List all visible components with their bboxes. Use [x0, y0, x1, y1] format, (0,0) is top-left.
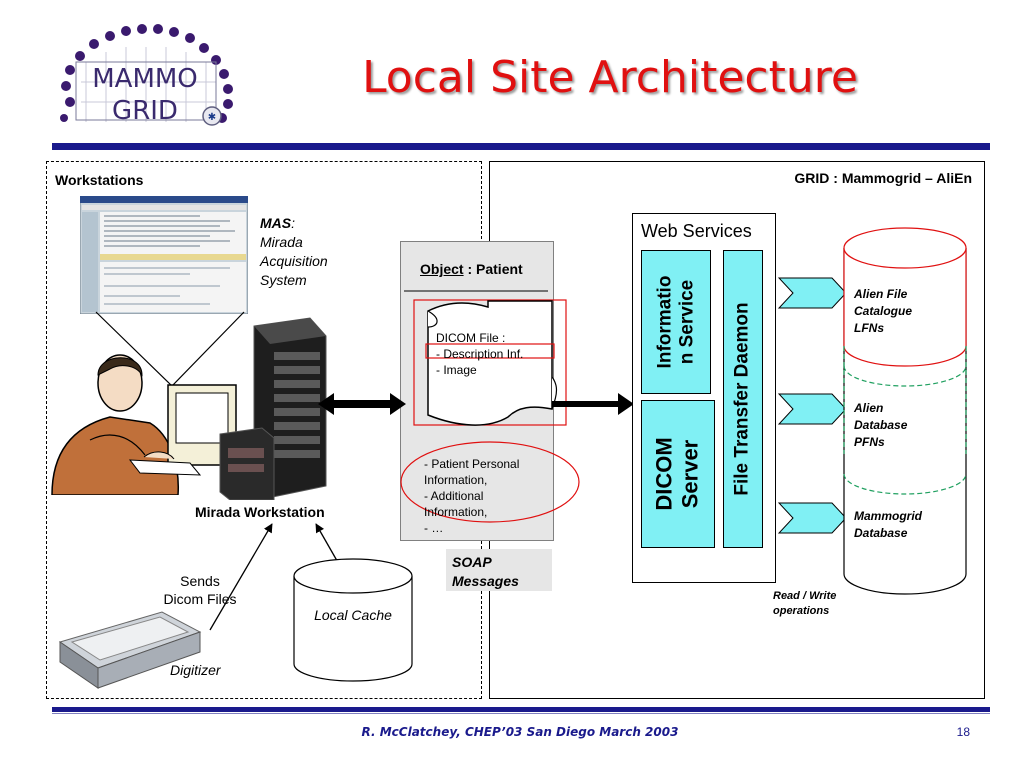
db3-line-1: Mammogrid: [854, 509, 923, 523]
object-heading-underlined: Object: [420, 261, 464, 277]
db2-line-2: Database: [854, 418, 908, 432]
dicom-server-line-2: Server: [678, 439, 704, 509]
local-cache-cylinder: [293, 558, 413, 682]
object-webservices-arrow: [552, 393, 634, 415]
file-transfer-daemon-label: File Transfer Daemon: [732, 302, 754, 496]
db2-line-1: Alien: [854, 401, 884, 415]
top-rule: [52, 143, 990, 150]
mas-desc-1: Mirada: [260, 234, 303, 250]
sends-dicom-label: Sends Dicom Files: [150, 572, 250, 608]
mirada-workstation-label: Mirada Workstation: [195, 504, 325, 520]
slide-title: Local Site Architecture: [362, 52, 858, 103]
read-write-label: Read / Write operations: [773, 589, 836, 619]
local-cache-label: Local Cache: [314, 607, 392, 623]
rw-line-1: Read / Write: [773, 590, 837, 602]
description-inf-line: - Description Inf.: [436, 347, 524, 361]
soap-line-1: SOAP: [452, 554, 492, 570]
mas-label: MAS: Mirada Acquisition System: [260, 214, 328, 290]
footer-text: R. McClatchey, CHEP’03 San Diego March 2…: [361, 725, 679, 739]
patient-info-ellipse: [400, 441, 580, 523]
svg-text:✱: ✱: [208, 112, 216, 123]
dicom-server-box[interactable]: DICOM Server: [641, 400, 715, 548]
patient-info-line: Information,: [424, 473, 488, 487]
image-line: - Image: [436, 363, 477, 377]
sends-line-1: Sends: [180, 573, 220, 589]
web-services-label: Web Services: [641, 221, 752, 241]
mas-colon: :: [291, 215, 296, 231]
chevron-arrow-3: [778, 502, 847, 534]
dicom-file-document: [413, 299, 567, 426]
logo-line-1: MAMMO: [92, 64, 198, 94]
sends-line-2: Dicom Files: [163, 591, 237, 607]
soap-messages-box: [446, 549, 552, 591]
workstation-object-arrow: [318, 393, 406, 415]
info-service-line-1: Informatio: [654, 275, 676, 369]
patient-info-text: - Patient Personal Information, - Additi…: [424, 456, 519, 536]
chevron-arrow-2: [778, 393, 847, 425]
db1-line-3: LFNs: [854, 321, 884, 335]
mas-desc-3: System: [260, 272, 307, 288]
alien-database-label: Alien Database PFNs: [854, 400, 907, 451]
db1-line-1: Alien File: [854, 287, 908, 301]
dicom-server-line-1: DICOM: [652, 437, 678, 511]
scanner-icon: [58, 611, 202, 689]
additional-line: - Additional: [424, 489, 484, 503]
alien-file-catalogue-label: Alien File Catalogue LFNs: [854, 286, 912, 337]
info-service-line-2: n Service: [676, 279, 698, 365]
callout-lines: [95, 311, 245, 387]
db3-line-2: Database: [854, 526, 908, 540]
object-separator: [404, 290, 548, 292]
object-heading-rest: : Patient: [463, 261, 523, 277]
mammogrid-logo: ✱: [60, 24, 233, 126]
dicom-file-text: DICOM File : - Description Inf. - Image: [436, 330, 523, 378]
cylinder-icon: [843, 227, 967, 595]
additional-info-line: Information,: [424, 505, 488, 519]
rw-line-2: operations: [773, 605, 830, 617]
information-service-box[interactable]: Informatio n Service: [641, 250, 711, 394]
mammogrid-database-label: Mammogrid Database: [854, 508, 922, 542]
page-number: 18: [956, 725, 970, 739]
db1-line-2: Catalogue: [854, 304, 913, 318]
dicom-file-line: DICOM File :: [436, 331, 506, 345]
ellipsis-line: - …: [424, 521, 444, 535]
mas-title: MAS: [260, 215, 292, 231]
dicom-server-label: DICOM Server: [652, 437, 704, 510]
soap-line-2: Messages: [452, 573, 519, 589]
object-heading: Object : Patient: [420, 261, 523, 277]
bottom-rule-thin: [52, 713, 990, 714]
patient-personal-line: - Patient Personal: [424, 457, 520, 471]
person-at-computer-icon: [51, 354, 237, 495]
bottom-rule: [52, 707, 990, 712]
digitizer-label: Digitizer: [170, 662, 221, 678]
mas-desc-2: Acquisition: [260, 253, 328, 269]
grid-heading: GRID : Mammogrid – AliEn: [794, 170, 972, 186]
workstations-heading: Workstations: [55, 172, 144, 188]
db2-line-3: PFNs: [854, 435, 885, 449]
file-transfer-daemon-box[interactable]: File Transfer Daemon: [723, 250, 763, 548]
information-service-label: Informatio n Service: [654, 276, 698, 369]
screenshot-icon: [80, 196, 248, 314]
logo-line-2: GRID: [112, 96, 178, 126]
server-tower-icon: [219, 317, 327, 500]
chevron-arrow-1: [778, 277, 847, 309]
soap-messages-label: SOAP Messages: [452, 553, 519, 591]
